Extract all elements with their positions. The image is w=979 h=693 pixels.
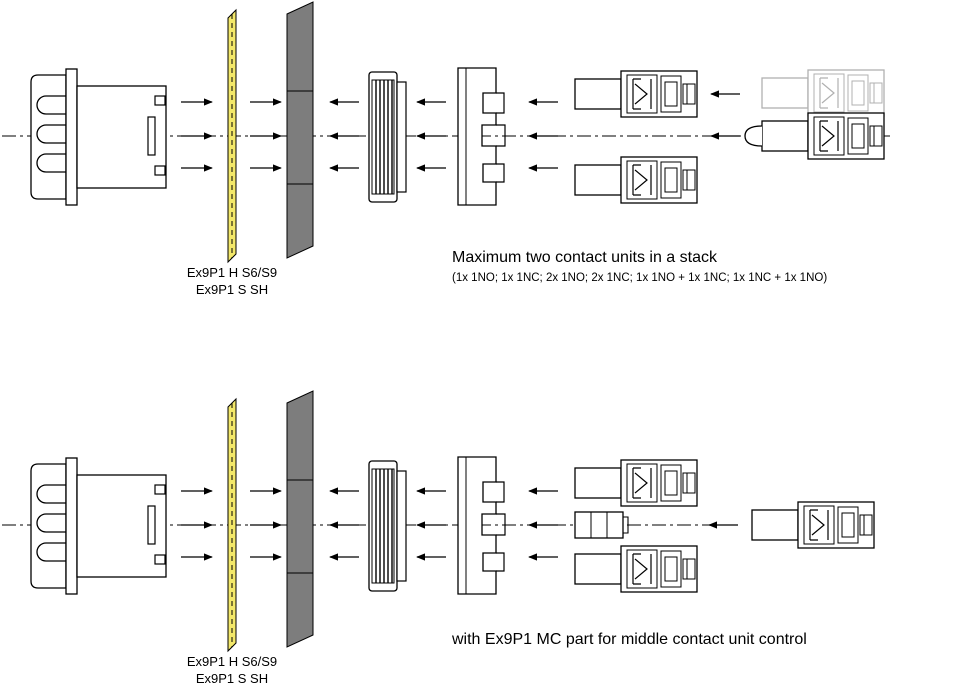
- stack-note-detail: (1x 1NO; 1x 1NC; 2x 1NO; 2x 1NC; 1x 1NO …: [452, 272, 827, 284]
- mc-note: with Ex9P1 MC part for middle contact un…: [451, 631, 807, 648]
- stack-note-title: Maximum two contact units in a stack: [452, 249, 718, 266]
- bottom-assembly: Ex9P1 H S6/S9 Ex9P1 S SH with Ex9P1 MC p…: [2, 390, 875, 686]
- contact-unit-ghost: [761, 69, 885, 117]
- mounting-panel: [286, 1, 314, 259]
- assembly-arrows: [181, 90, 740, 172]
- contact-unit-bottom: [574, 156, 698, 204]
- contact-unit-top: [574, 70, 698, 118]
- contact-unit-middle: [751, 501, 875, 549]
- actuator-head: [30, 68, 167, 206]
- gasket-label-line2: Ex9P1 S SH: [196, 282, 268, 297]
- contact-unit-stacked: [761, 112, 885, 160]
- contact-unit-top: [574, 459, 698, 507]
- fixing-ring: [368, 71, 407, 203]
- mounting-panel: [286, 390, 314, 648]
- top-assembly: Ex9P1 H S6/S9 Ex9P1 S SH Maximum two con…: [2, 1, 890, 297]
- gasket-label-line1: Ex9P1 H S6/S9: [187, 654, 277, 669]
- actuator-head: [30, 457, 167, 595]
- mc-part: [574, 511, 629, 539]
- gasket-label-line2: Ex9P1 S SH: [196, 671, 268, 686]
- contact-unit-bottom: [574, 545, 698, 593]
- fixing-ring: [368, 460, 407, 592]
- stacked-plunger: [744, 125, 763, 147]
- gasket-label-line1: Ex9P1 H S6/S9: [187, 265, 277, 280]
- assembly-arrows: [181, 487, 738, 561]
